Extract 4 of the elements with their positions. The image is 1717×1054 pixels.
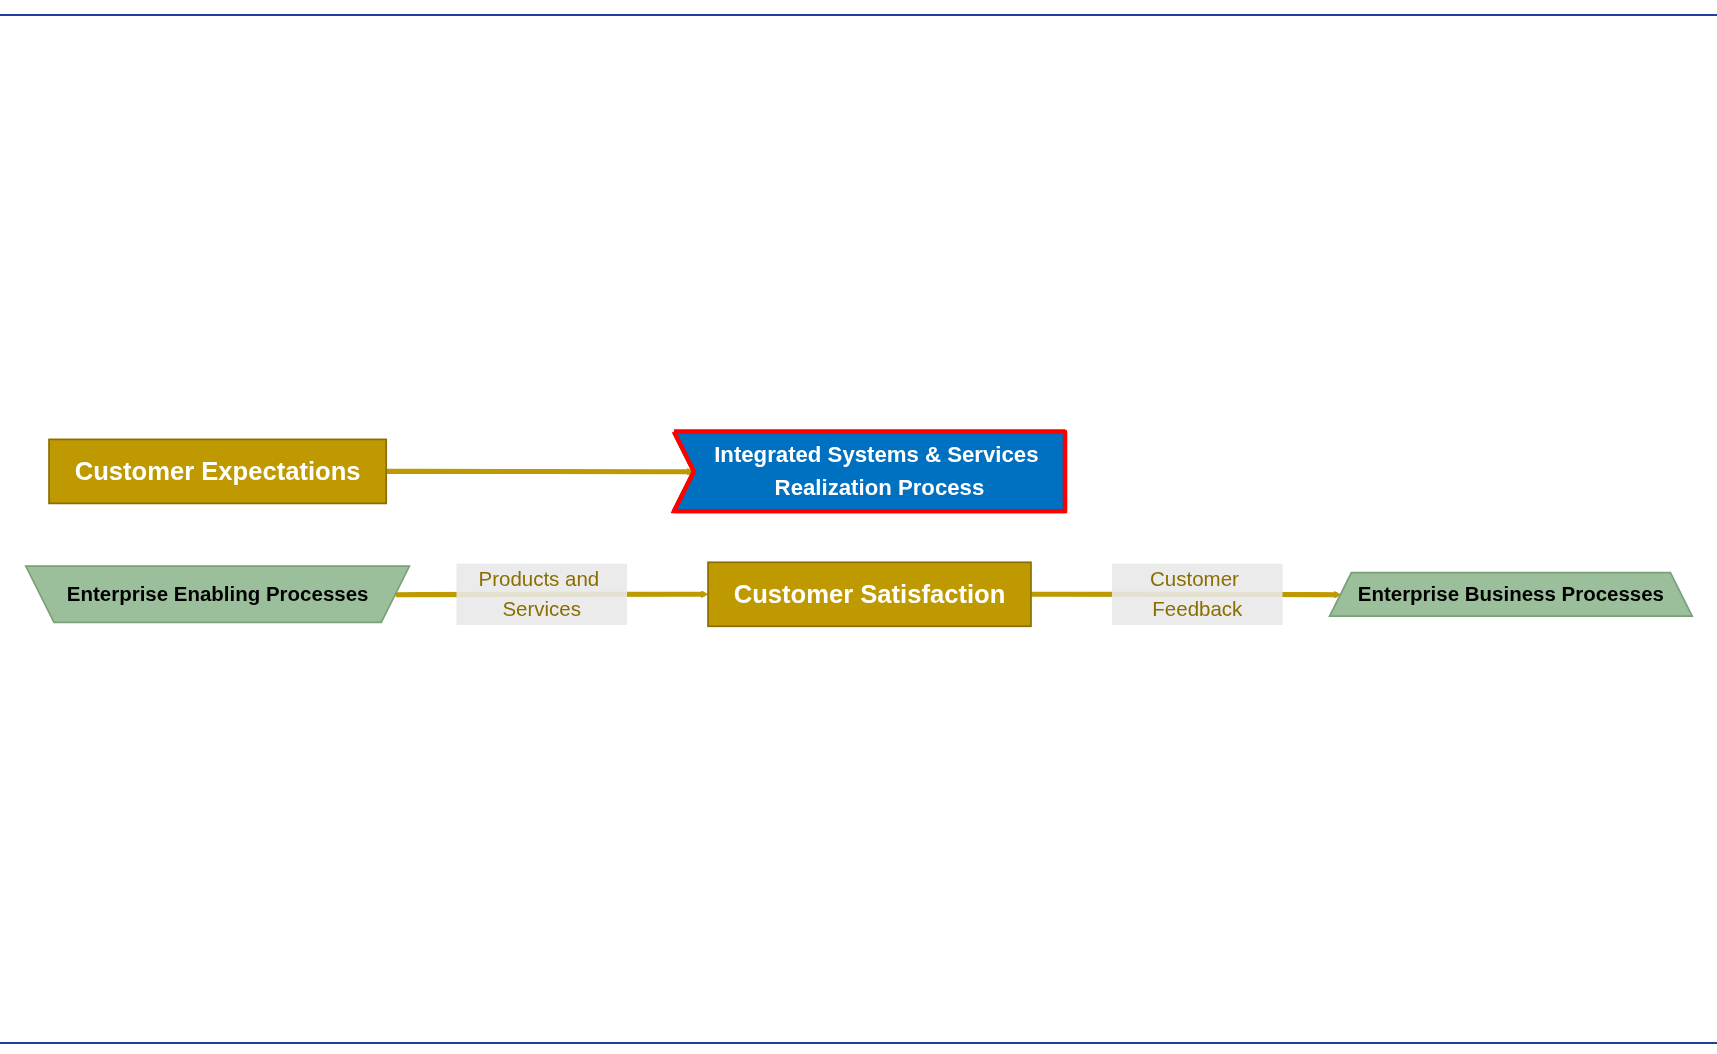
edge-label: Products and Services [478, 566, 599, 621]
edge-label: Customer Feedback [1149, 566, 1242, 621]
node-box: Customer Satisfaction [706, 561, 1032, 628]
node-box: Customer Expectations [47, 438, 387, 505]
